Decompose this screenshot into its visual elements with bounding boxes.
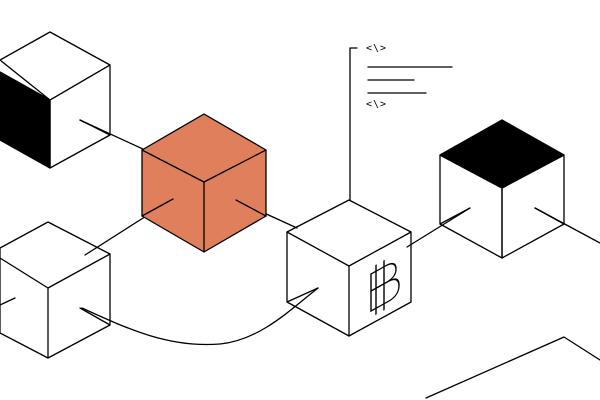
connector-line: [235, 199, 267, 217]
block-edge: [0, 253, 111, 289]
connector-curve: [81, 287, 319, 346]
block-bitcoin: [286, 199, 412, 337]
block-orange: [141, 113, 267, 253]
block-outline-body: [0, 221, 111, 359]
block-dark-face: [439, 119, 565, 189]
connector-line: [286, 287, 319, 303]
connector-line: [425, 336, 600, 399]
bitcoin-icon: [370, 259, 400, 316]
block-dark-top: [439, 119, 565, 259]
annotation-line: [349, 47, 358, 201]
block-dark-side: [0, 31, 111, 169]
block-outline-left: [0, 221, 111, 359]
block-edge: [286, 231, 412, 267]
connector-line: [534, 207, 565, 225]
connector-line: [79, 119, 111, 136]
code-open-tag: <\>: [366, 43, 388, 54]
connector-line: [439, 207, 471, 225]
connector-line: [0, 297, 16, 306]
block-dark-face: [0, 71, 51, 169]
annotation-bracket: [349, 47, 358, 201]
block-right-face: [49, 64, 111, 169]
code-close-tag: <\>: [366, 99, 388, 110]
connector-line: [141, 198, 174, 217]
connector-line: [79, 307, 111, 326]
connector-line: [406, 207, 471, 248]
code-snippet-lines: [367, 66, 453, 94]
